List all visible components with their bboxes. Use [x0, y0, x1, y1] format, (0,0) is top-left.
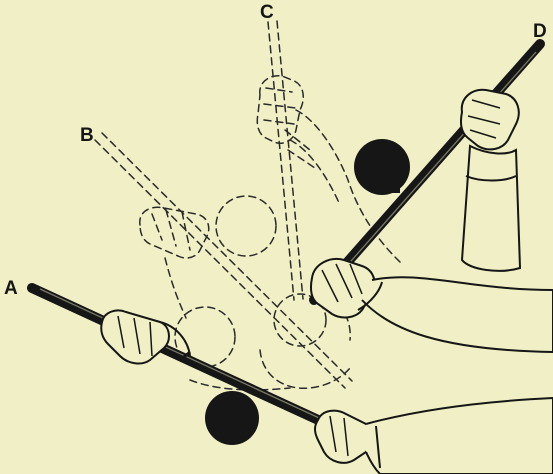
rod-d-weight	[354, 139, 410, 195]
rod-d-lower-hand	[311, 259, 375, 318]
rod-a-weight	[205, 391, 259, 445]
rod-a-left-hand	[101, 310, 169, 363]
rod-a-sleeve	[366, 398, 553, 474]
label-c: C	[260, 3, 274, 22]
rod-d-upper-sleeve	[462, 146, 520, 271]
label-d: D	[533, 22, 547, 41]
rod-d	[311, 44, 553, 352]
rod-d-upper-hand	[461, 90, 519, 150]
rod-b-weight-outline	[216, 196, 276, 256]
rod-d-lower-sleeve	[362, 277, 553, 352]
label-b: B	[80, 126, 94, 145]
label-a: A	[4, 279, 18, 298]
rod-b-hand-outline	[140, 207, 209, 258]
rod-c-outline	[268, 21, 303, 300]
